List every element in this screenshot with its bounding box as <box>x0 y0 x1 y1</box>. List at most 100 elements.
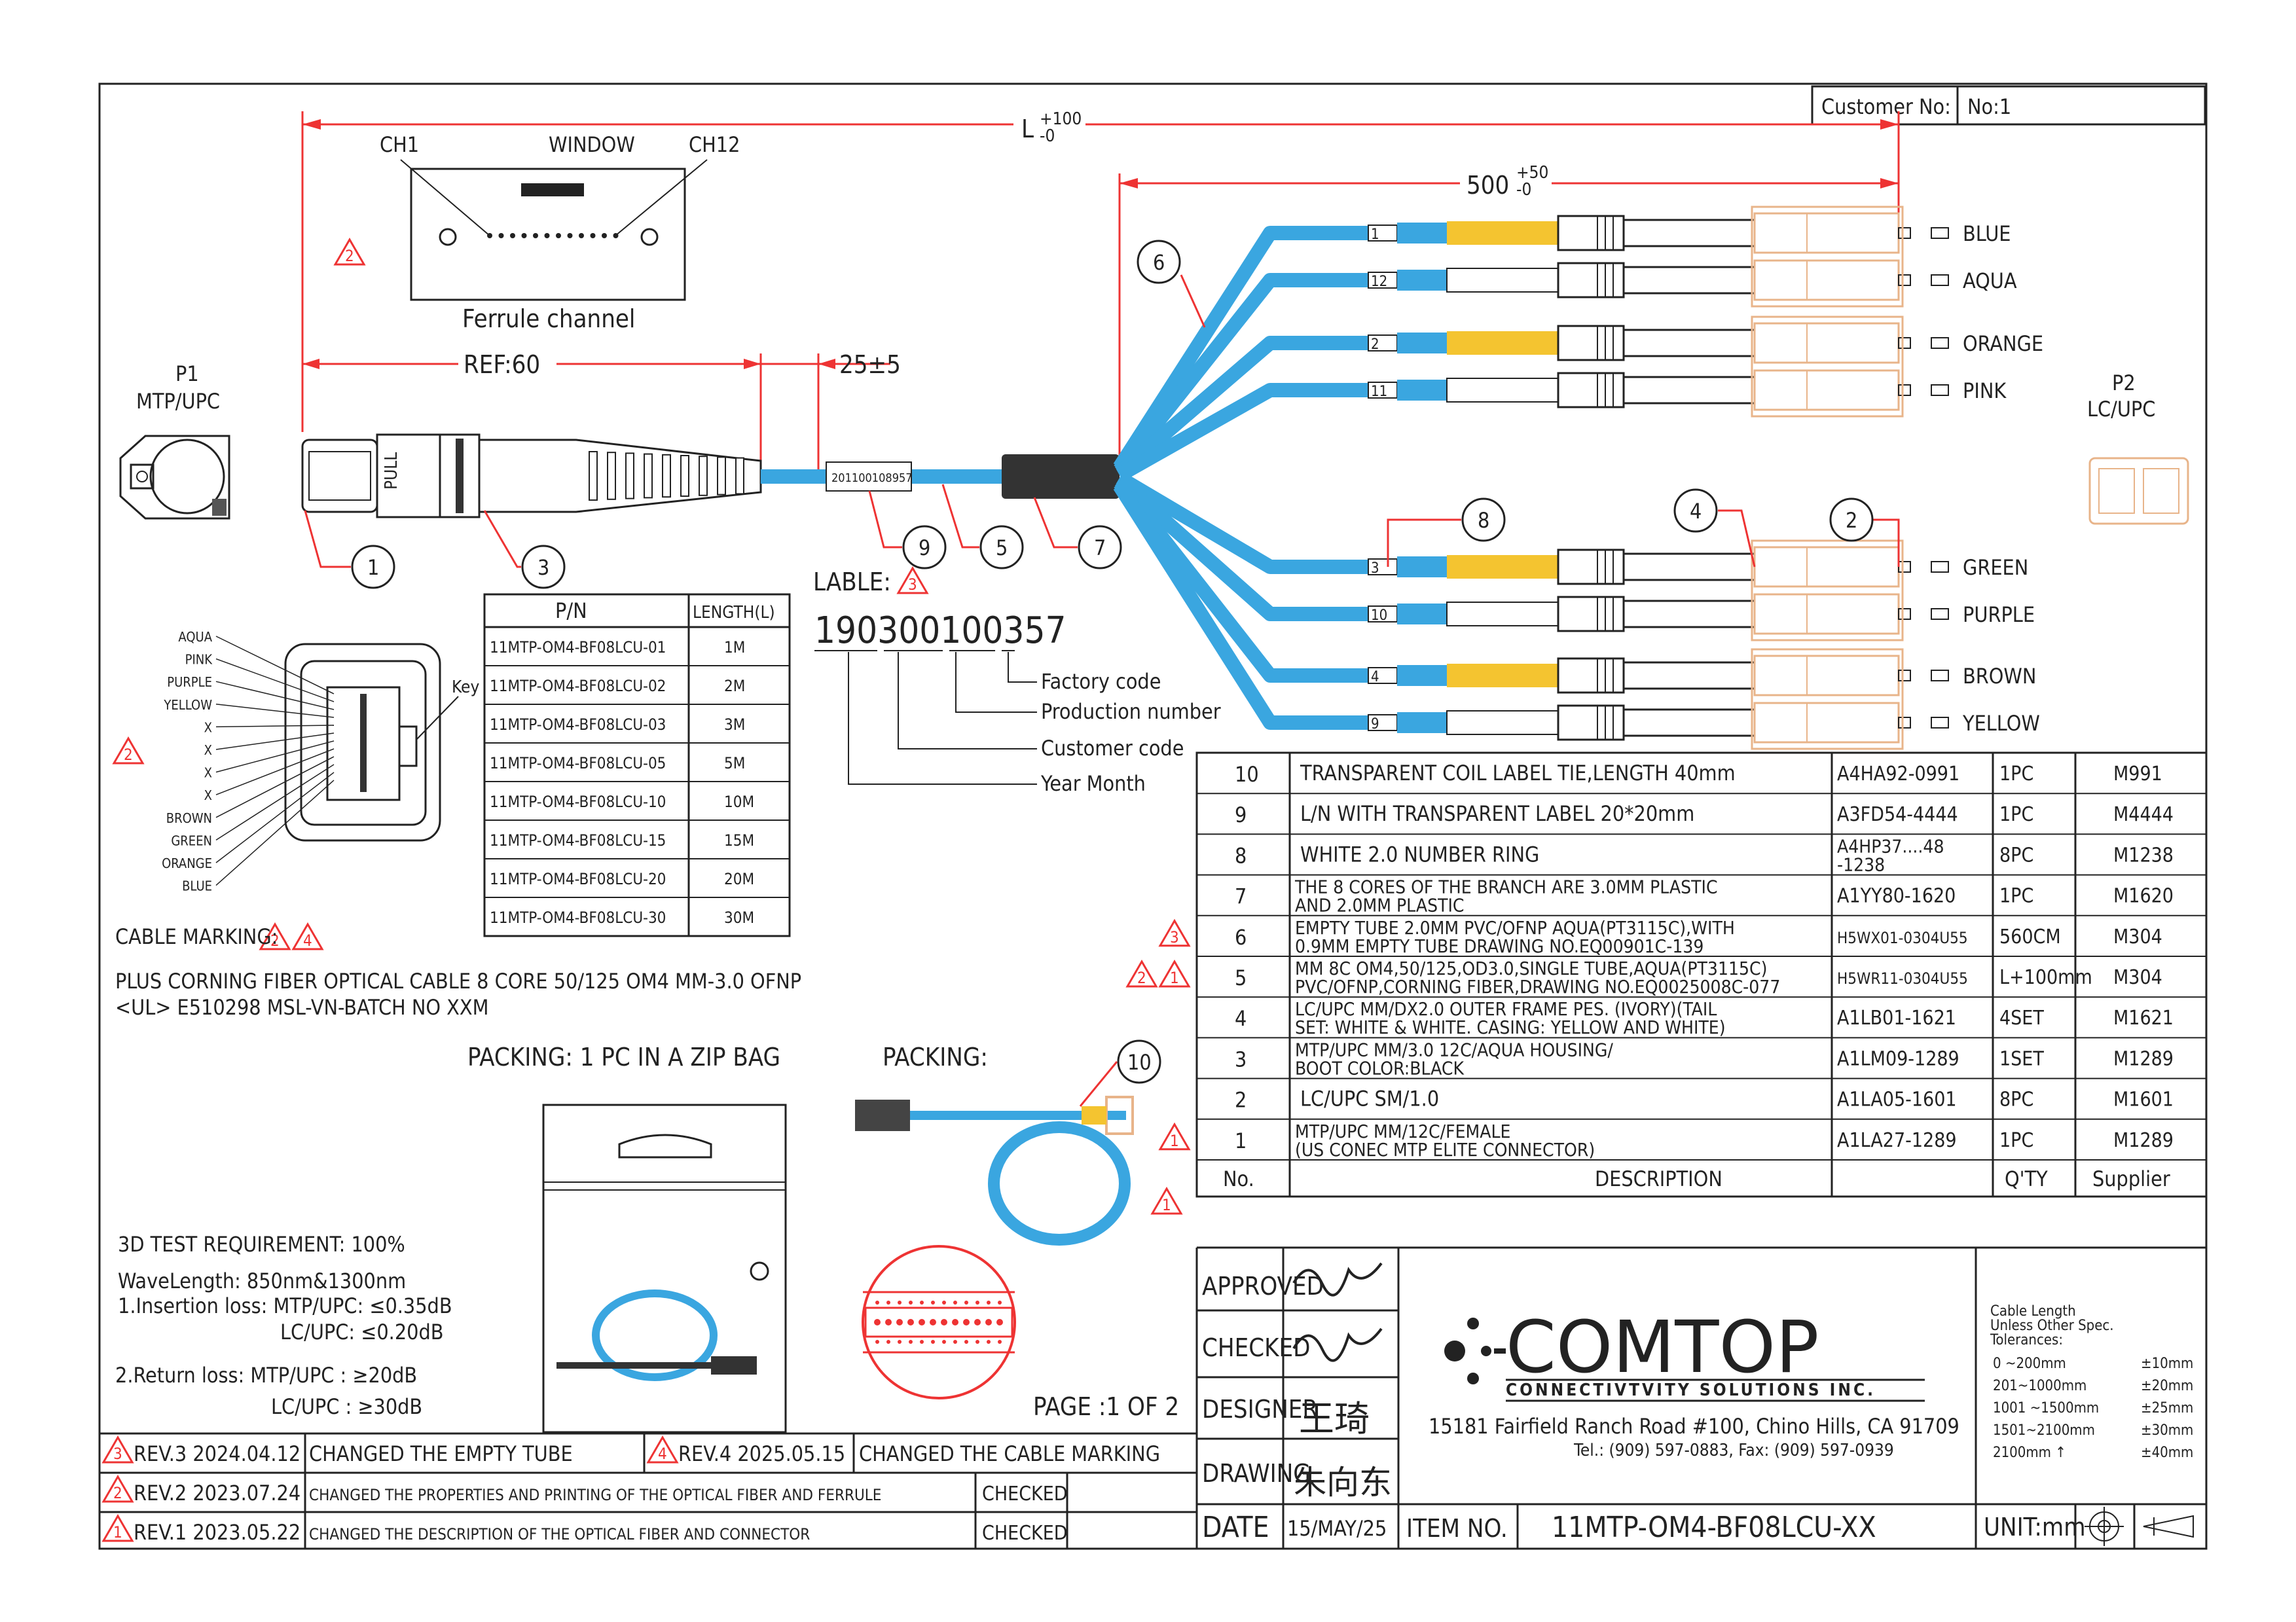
bom-no: 8 <box>1235 843 1247 868</box>
ferrule-fiber-dot <box>590 233 596 238</box>
ferrule-fiber-dot <box>521 233 527 238</box>
fiber-map-label: X <box>204 719 335 735</box>
ferrule-fiber-dot <box>567 233 573 238</box>
leg-color-label: ORANGE <box>1963 331 2043 356</box>
bom-desc: LC/UPC MM/DX2.0 OUTER FRAME PES. (IVORY)… <box>1295 998 1717 1020</box>
test-wavelength: WaveLength: 850nm&1300nm <box>118 1269 406 1293</box>
pn-row-length: 2M <box>724 677 745 695</box>
balloon: 5 <box>941 484 1024 569</box>
balloon-number: 8 <box>1478 508 1489 533</box>
unit-value: UNIT:mm <box>1984 1513 2086 1541</box>
bom-desc-2: (US CONEC MTP ELITE CONNECTOR) <box>1295 1139 1595 1161</box>
revision-triangle: 1 <box>101 1514 134 1542</box>
bom-code: A3FD54-4444 <box>1837 803 1958 826</box>
balloon-number: 2 <box>1846 508 1857 533</box>
balloon-number: 7 <box>1094 535 1106 560</box>
branch-tol-plus: +50 <box>1516 163 1548 183</box>
svg-text:1: 1 <box>1170 969 1179 987</box>
leg-number: 9 <box>1371 716 1379 732</box>
p1-name: P1 <box>175 361 199 386</box>
leg-color-label: GREEN <box>1963 555 2028 580</box>
designer-label: DESIGNER <box>1202 1395 1318 1424</box>
bom-no: 1 <box>1235 1128 1247 1153</box>
fiber-map: AQUAPINKPURPLEYELLOWXXXXBROWNGREENORANGE… <box>162 629 479 894</box>
svg-text:BROWN: BROWN <box>166 810 212 826</box>
p2-name: P2 <box>2112 370 2136 395</box>
revision-triangle: 3 <box>1158 918 1191 947</box>
svg-text:PULL: PULL <box>382 452 401 490</box>
svg-text:1: 1 <box>113 1523 122 1541</box>
fiber-map-label: PINK <box>185 652 335 702</box>
pn-row-length: 20M <box>724 870 754 888</box>
bom-supplier: M1620 <box>2113 885 2174 908</box>
revision-checked: CHECKED <box>982 1522 1068 1545</box>
bom-no: 6 <box>1235 925 1247 950</box>
leg-number: 11 <box>1371 384 1387 400</box>
pn-row-part: 11MTP-OM4-BF08LCU-20 <box>490 870 666 888</box>
leg-color-label: BROWN <box>1963 664 2036 689</box>
tolerance-value: ±25mm <box>2141 1400 2193 1416</box>
bom-no: 7 <box>1235 884 1247 909</box>
bom-supplier: M1289 <box>2113 1129 2174 1152</box>
svg-text:3: 3 <box>113 1445 122 1463</box>
p2-type: LC/UPC <box>2087 397 2155 422</box>
bom-qty: 560CM <box>1999 926 2061 948</box>
pn-row-part: 11MTP-OM4-BF08LCU-15 <box>490 831 666 850</box>
boot-rib <box>717 456 726 496</box>
svg-text:Tolerances:: Tolerances: <box>1990 1332 2063 1348</box>
revision-triangle: 2 <box>1125 960 1158 988</box>
ferrule-fiber-dot <box>544 233 550 238</box>
bom-supplier: M4444 <box>2113 803 2174 826</box>
revision-desc: CHANGED THE PROPERTIES AND PRINTING OF T… <box>309 1486 881 1504</box>
designer-signature: 王琦 <box>1299 1398 1370 1439</box>
p2-connector-view: P2 LC/UPC <box>2087 370 2189 525</box>
item-label: ITEM NO. <box>1406 1514 1508 1543</box>
balloon: 10 <box>1079 1039 1161 1107</box>
tolerance-value: ±30mm <box>2141 1422 2193 1439</box>
revision-id: REV.4 2025.05.15 <box>678 1441 845 1466</box>
bom-qty: 8PC <box>1999 1089 2033 1111</box>
revision-triangle: 4 <box>291 922 324 950</box>
lable-title: LABLE: <box>813 568 891 596</box>
fiber-map-label: ORANGE <box>162 772 335 871</box>
overall-tol-minus: -0 <box>1040 126 1055 146</box>
bom-header-qty: Q'TY <box>2005 1166 2048 1191</box>
revision-id: REV.1 2023.05.22 <box>134 1520 301 1545</box>
branch-tol-minus: -0 <box>1516 180 1531 200</box>
bom-desc-2: AND 2.0MM PLASTIC <box>1295 895 1464 916</box>
ferrule-channel: CH1 WINDOW CH12 Ferrule channel <box>380 132 740 333</box>
bom-desc: LC/UPC SM/1.0 <box>1300 1087 1439 1111</box>
leg-color-label: YELLOW <box>1962 711 2040 736</box>
balloon: 9 <box>868 490 947 569</box>
test-insertion-loss-lc: LC/UPC: ≤0.20dB <box>280 1320 443 1344</box>
tolerance-range: 1501~2100mm <box>1993 1422 2095 1439</box>
leg-color-label: PURPLE <box>1963 602 2035 627</box>
lable-production: Production number <box>1041 699 1221 724</box>
approved-label: APPROVED <box>1202 1272 1324 1301</box>
test-return-loss: 2.Return loss: MTP/UPC : ≥20dB <box>115 1363 417 1388</box>
revision-desc: CHANGED THE CABLE MARKING <box>859 1441 1160 1466</box>
test-requirements: 3D TEST REQUIREMENT: 100% WaveLength: 85… <box>115 1232 1179 1421</box>
p1-type: MTP/UPC <box>136 389 220 414</box>
balloon: 2 <box>1829 497 1900 567</box>
svg-text:2: 2 <box>270 931 280 950</box>
fiber-map-label: BLUE <box>182 780 335 894</box>
balloon-number: 6 <box>1153 250 1165 275</box>
test-title: 3D TEST REQUIREMENT: 100% <box>118 1232 405 1257</box>
ferrule-fiber-dot <box>556 233 561 238</box>
page-indicator: PAGE :1 OF 2 <box>1033 1392 1179 1421</box>
boot-rib <box>625 452 634 499</box>
tolerance-range: 2100mm ↑ <box>1993 1445 2066 1461</box>
tolerance-range: 201~1000mm <box>1993 1378 2086 1394</box>
date-value: 15/MAY/25 <box>1287 1516 1387 1541</box>
bom-desc-2: PVC/OFNP,CORNING FIBER,DRAWING NO.EQ0025… <box>1295 976 1780 998</box>
